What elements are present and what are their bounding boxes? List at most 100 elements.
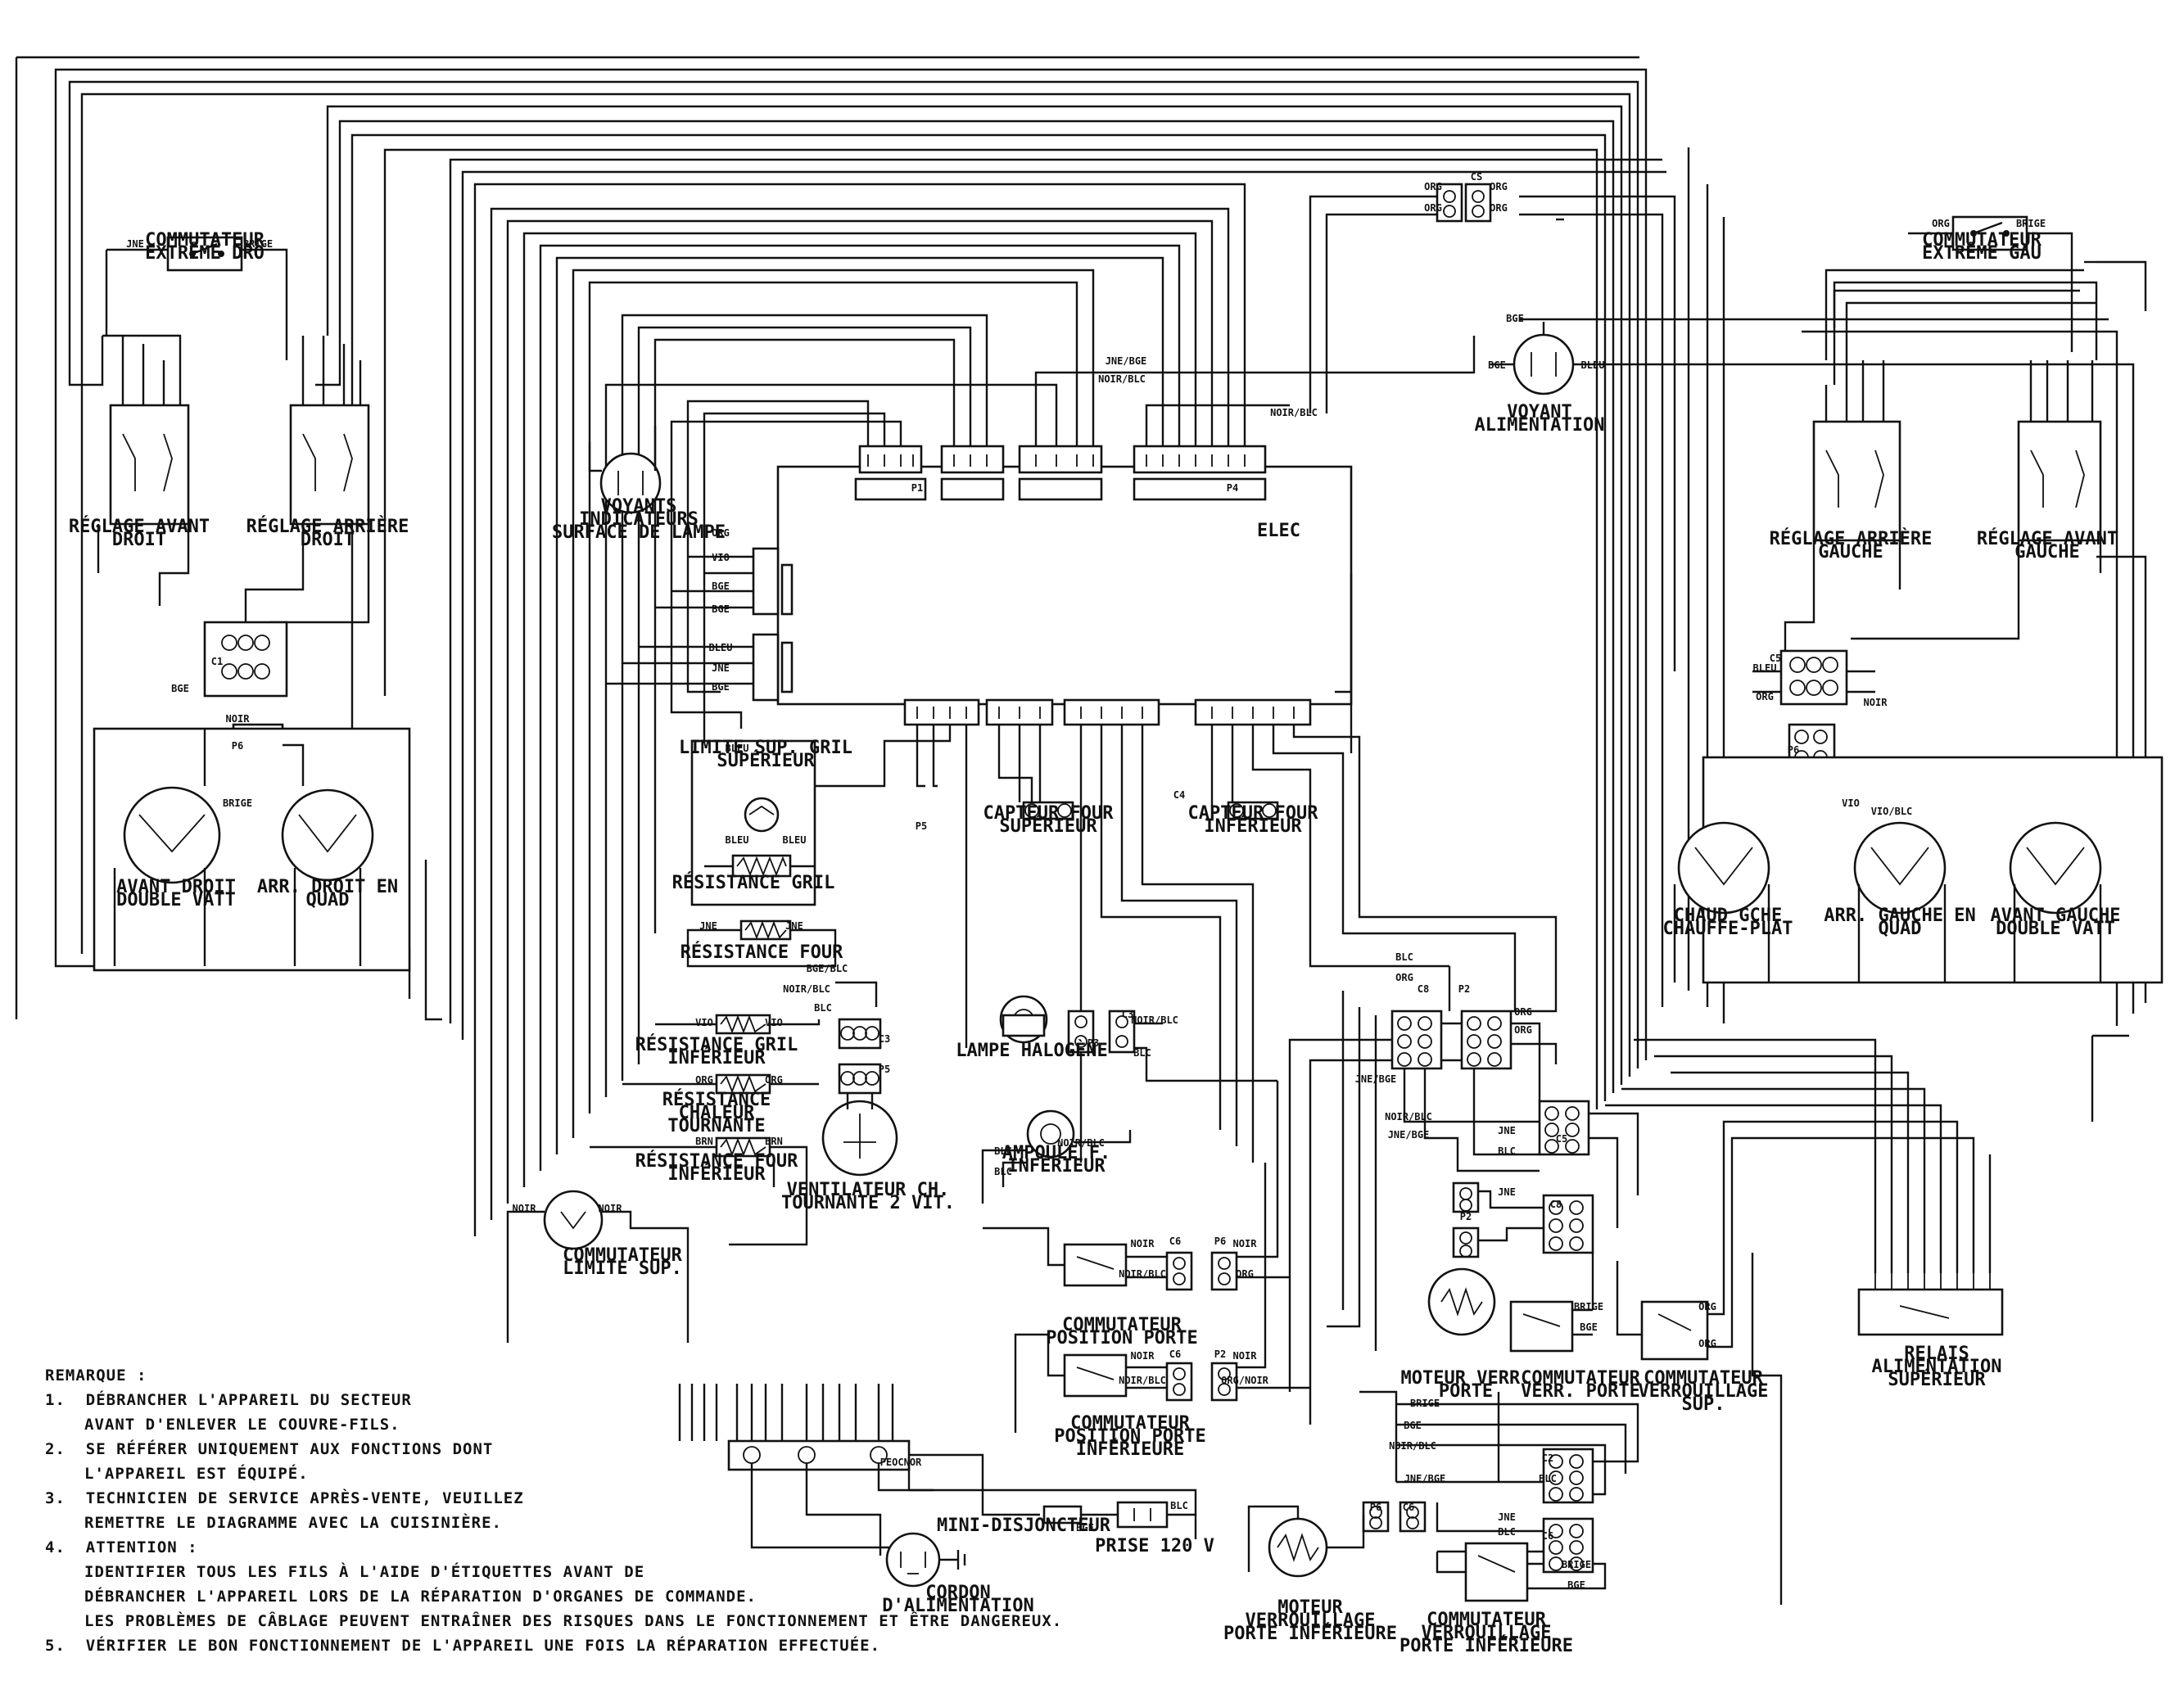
wire-label-w64: ORG: [1514, 1024, 1532, 1036]
component-label-resist-gril: RÉSISTANCE GRIL: [672, 872, 835, 893]
wire-label-w2: ORG: [1490, 181, 1508, 192]
wire-label-w78: BGE: [1567, 1579, 1585, 1591]
connector-label-c18: P2: [1460, 1211, 1472, 1222]
wire-label-w80: ORG: [1756, 691, 1774, 702]
oven-elements: [590, 739, 878, 1246]
remark-text: DÉBRANCHER L'APPAREIL DU SECTEUR: [85, 1391, 412, 1409]
remark-1-line-2: AVANT D'ENLEVER LE COUVRE-FILS.: [84, 1416, 400, 1434]
wire-label-w68: ORG: [1698, 1301, 1716, 1312]
wire-label-w23: JNE: [712, 662, 730, 674]
wire-label-w81: NOIR: [1864, 697, 1888, 708]
wire-label-w9: BGE: [1506, 313, 1524, 324]
door-lock-section: [983, 966, 2094, 1605]
wire-label-w24: BGE: [712, 681, 730, 693]
wire-label-w17: BRIGE: [223, 797, 252, 809]
remark-number: 3.: [45, 1489, 86, 1507]
wire-label-w16: NOIR: [226, 713, 251, 725]
remark-text: TECHNICIEN DE SERVICE APRÈS-VENTE, VEUIL…: [85, 1489, 524, 1507]
connector-label-c27: C4: [1173, 789, 1185, 801]
connector-label-c15: P6: [1214, 1236, 1226, 1247]
connector-label-c1: CS: [1471, 171, 1482, 183]
wire-label-w15: BGE: [171, 683, 189, 694]
remark-text: VÉRIFIER LE BON FONCTIONNEMENT DE L'APPA…: [85, 1637, 881, 1655]
terminal-block: [678, 1384, 1197, 1588]
wire-label-w39: NOIR: [513, 1203, 537, 1214]
connector-label-c14: C6: [1169, 1236, 1181, 1247]
capteurs: [1022, 801, 1279, 820]
wire-label-w54: BGE: [1076, 1522, 1094, 1534]
element-chauffe-plat: [1677, 821, 1770, 915]
connector-label-c3: C1: [211, 656, 223, 667]
conn-top-2b: [940, 477, 1005, 501]
wire-label-w73: JNE/BGE: [1404, 1473, 1446, 1484]
component-label-prise: PRISE 120 V: [1095, 1536, 1214, 1556]
wire-label-w35: ORG: [695, 1074, 713, 1086]
connector-c6b: [1542, 1517, 1594, 1574]
remarks-list: 1. DÉBRANCHER L'APPAREIL DU SECTEUR AVANT…: [45, 1388, 1232, 1658]
connector-p2: [1460, 1010, 1513, 1070]
element-av-droit: [123, 786, 221, 884]
wire-label-w8: BRIGE: [2016, 218, 2046, 229]
connector-label-c9: C3: [1122, 1009, 1133, 1020]
connector-label-c21: P6: [1370, 1502, 1381, 1513]
connector-c5b: [1538, 1100, 1590, 1156]
wire-label-w48: NOIR: [1233, 1238, 1258, 1249]
remark-text: SE RÉFÉRER UNIQUEMENT AUX FONCTIONS DONT: [85, 1440, 494, 1458]
wire-label-w6: BRIGE: [243, 238, 273, 250]
conn-left-1: [752, 547, 780, 616]
remark-5-line-1: 5. VÉRIFIER LE BON FONCTIONNEMENT DE L'A…: [45, 1633, 1232, 1658]
connector-label-c22: C6: [1403, 1502, 1414, 1513]
wire-label-w83: VIO: [1842, 797, 1860, 809]
conn-left-1b: [780, 563, 794, 616]
remark-4-line-1: 4. ATTENTION :: [45, 1535, 1232, 1560]
conn-top-1b: [854, 477, 927, 501]
wire-label-w43: NOIR/BLC: [1057, 1137, 1105, 1149]
remark-2-line-2: L'APPAREIL EST ÉQUIPÉ.: [84, 1465, 309, 1483]
component-label-lampe-halogene: LAMPE HALOGÈNE: [956, 1040, 1107, 1061]
wire-label-w53: ORG/NOIR: [1221, 1375, 1269, 1386]
left-switches: [93, 236, 411, 972]
conn-bot-3: [1063, 698, 1160, 726]
elec-board: [776, 465, 1353, 706]
wire-label-w36: ORG: [765, 1074, 783, 1086]
wire-label-w63: ORG: [1514, 1006, 1532, 1018]
conn-top-4: [1133, 445, 1267, 474]
extreme-switch-right: [166, 236, 243, 272]
wire-label-w41: NOIR/BLC: [1131, 1014, 1178, 1026]
remarks-heading: REMARQUE :: [45, 1367, 147, 1385]
wire-label-w69: ORG: [1698, 1338, 1716, 1349]
board-title: ELEC: [1257, 521, 1300, 541]
remark-text: ATTENTION :: [85, 1538, 198, 1556]
connector-c8: [1390, 1010, 1443, 1070]
wire-label-w13: NOIR/BLC: [1098, 373, 1146, 385]
wire-label-w40: NOIR: [599, 1203, 623, 1214]
connector-label-c20: C6: [1542, 1530, 1553, 1542]
element-ar-droit: [281, 788, 374, 882]
connector-label-c5: C5: [1770, 653, 1781, 664]
connector-label-c10: C8: [1418, 983, 1429, 995]
wire-label-w1: ORG: [1424, 181, 1442, 192]
remark-number: 4.: [45, 1538, 86, 1556]
wire-label-w55: BLC: [1170, 1500, 1188, 1511]
wire-label-w37: BRN: [695, 1136, 713, 1147]
connector-label-c17: P2: [1214, 1348, 1226, 1360]
wire-label-w42: BLC: [1133, 1047, 1151, 1059]
wire-label-w75: JNE: [1498, 1511, 1516, 1523]
reglage-arriere-gauche-box: [1812, 420, 1901, 542]
remarks-block: REMARQUE : 1. DÉBRANCHER L'APPAREIL DU S…: [45, 1363, 1232, 1658]
remark-1-line-1: 1. DÉBRANCHER L'APPAREIL DU SECTEUR: [45, 1388, 1232, 1412]
